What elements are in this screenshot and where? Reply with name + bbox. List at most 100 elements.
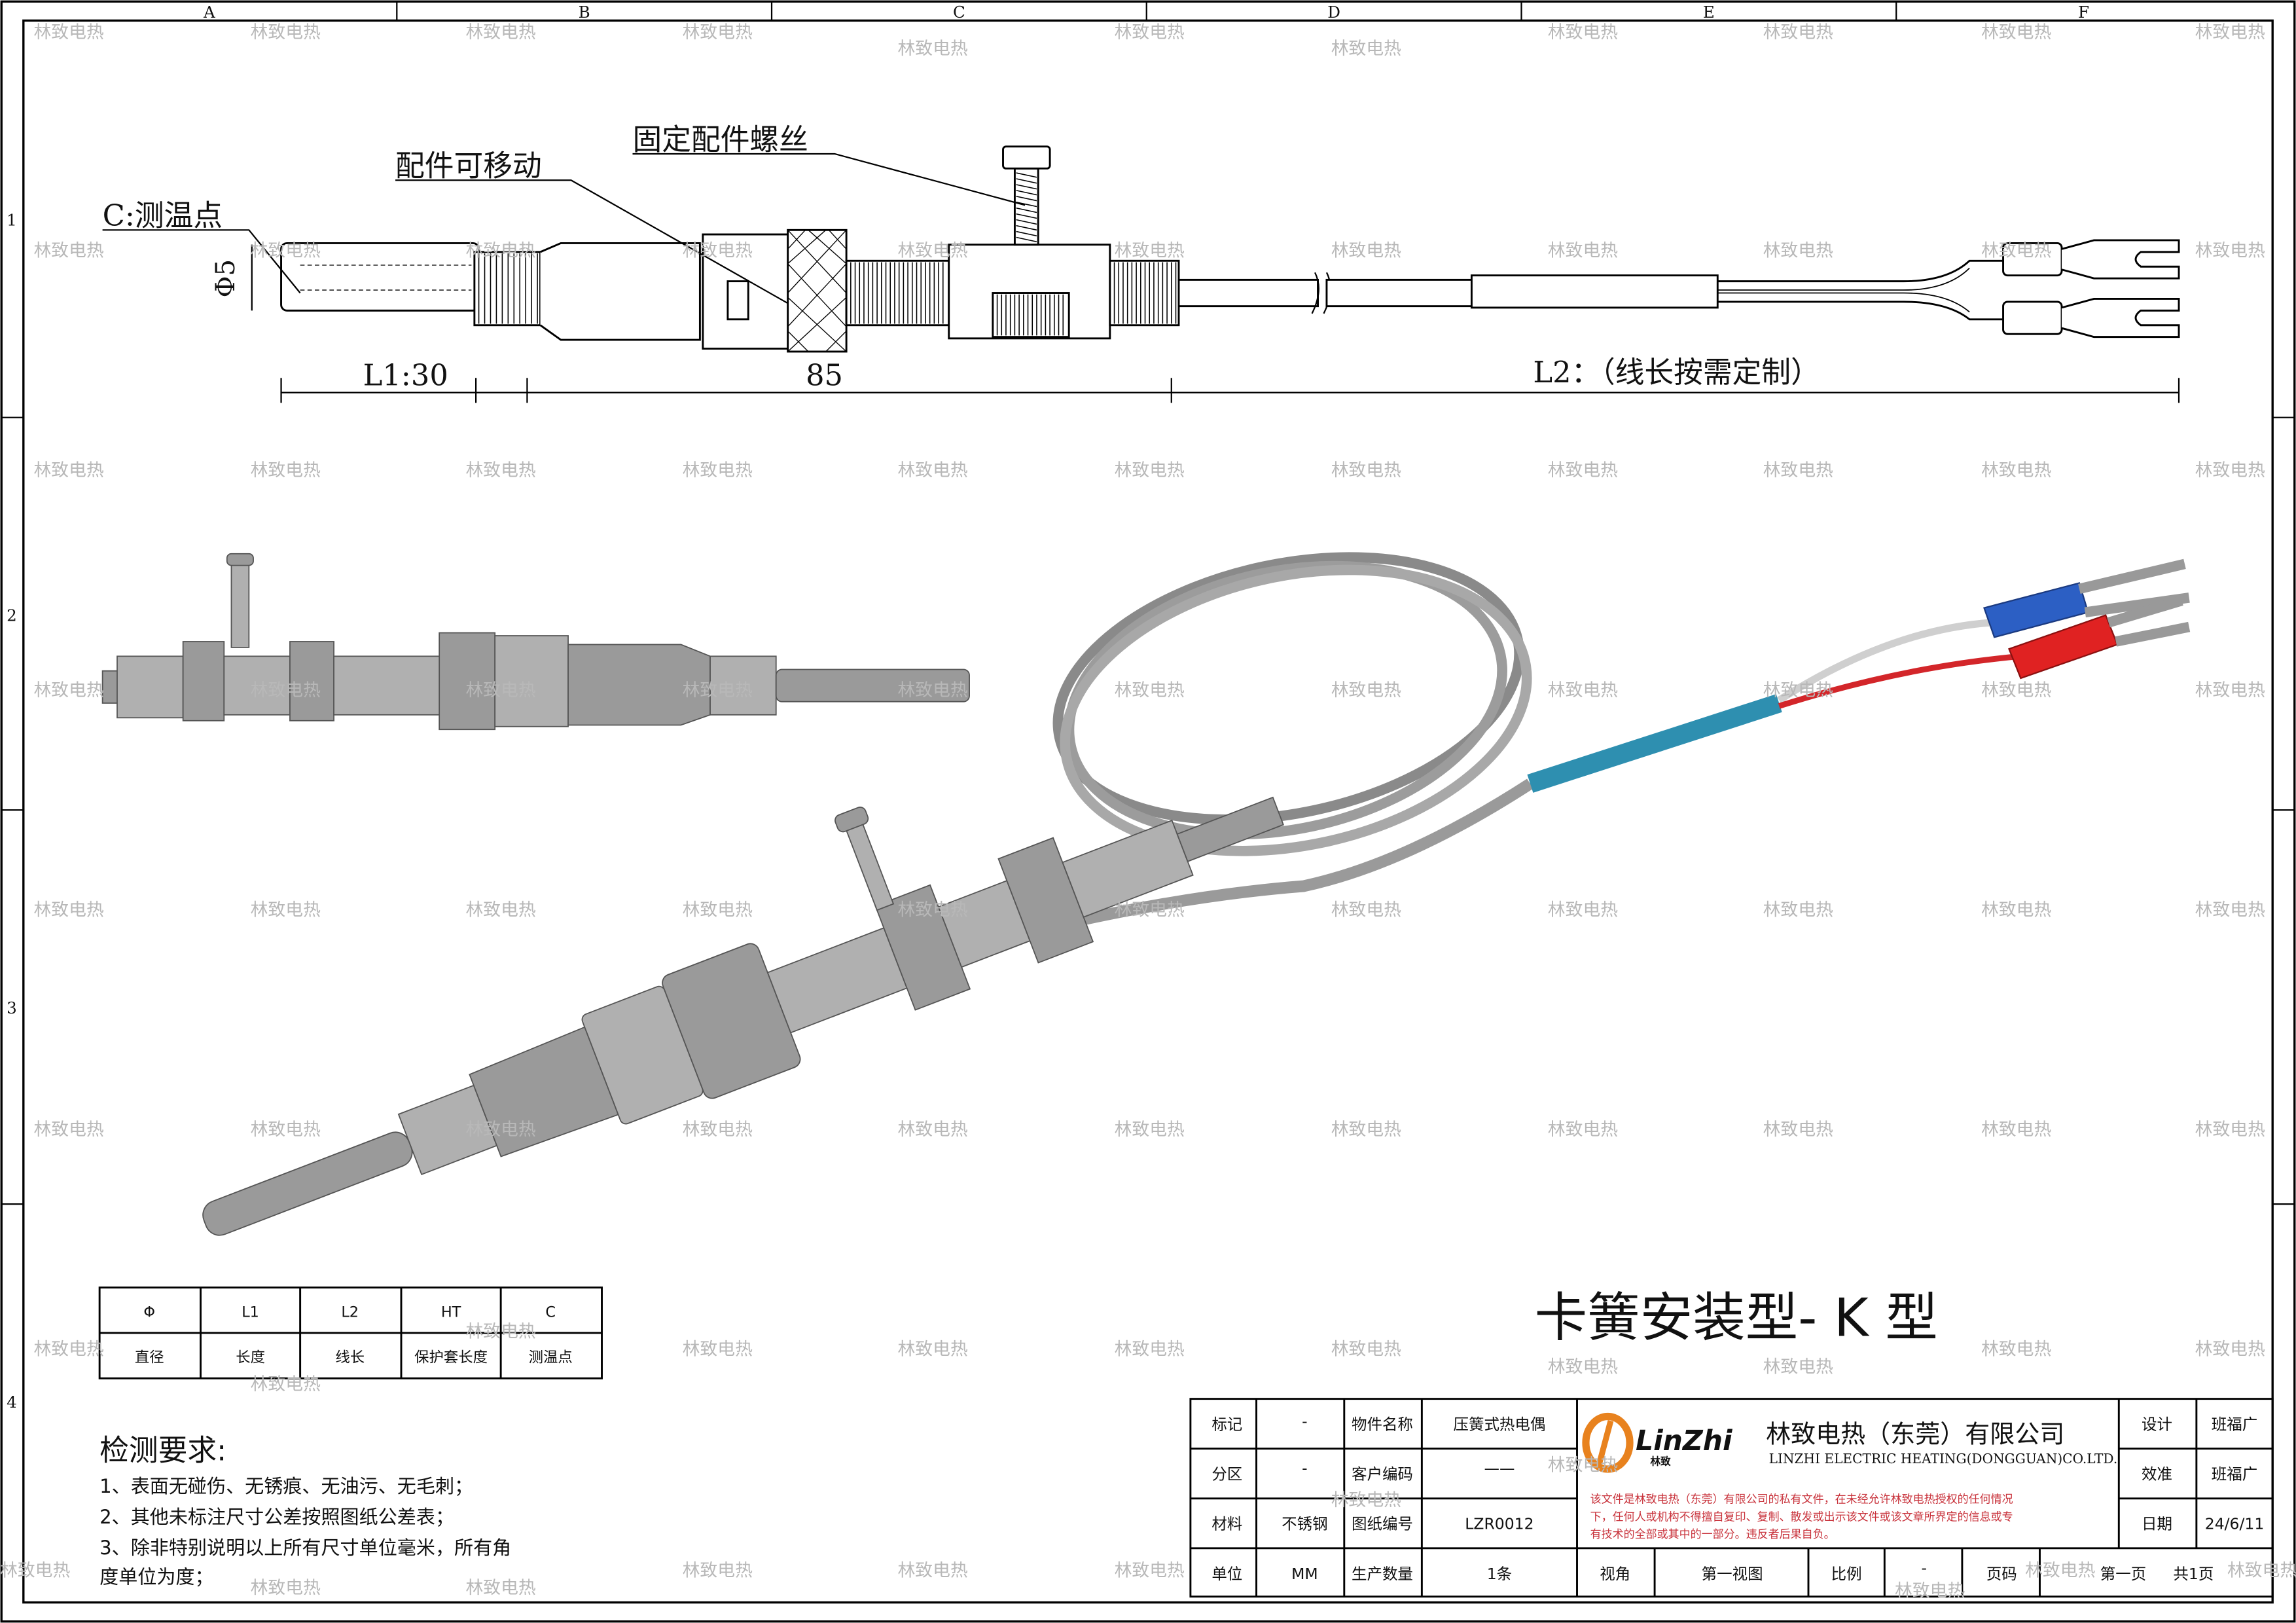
value-total-pages: 共1页	[2173, 1565, 2214, 1583]
callout-movable-fitting: 配件可移动	[395, 149, 542, 183]
row-label: 3	[7, 998, 17, 1017]
value-unit: MM	[1291, 1565, 1318, 1583]
watermark-text: 林致电热	[251, 22, 321, 43]
watermark-text: 林致电热	[1981, 1120, 2051, 1140]
label-design: 设计	[2142, 1415, 2172, 1434]
spec-header: L2	[341, 1304, 359, 1321]
spec-label: 线长	[335, 1349, 365, 1366]
watermark-text: 林致电热	[1981, 22, 2051, 43]
watermark-text: 林致电热	[683, 1120, 753, 1140]
label-view: 视角	[1600, 1565, 1630, 1583]
watermark-text: 林致电热	[683, 1340, 753, 1360]
watermark-text: 林致电热	[683, 241, 753, 261]
watermark-text: 林致电热	[1331, 460, 1401, 481]
watermark-text: 林致电热	[1981, 680, 2051, 701]
company-logo: LinZhi 林致	[1582, 1412, 1733, 1473]
watermark-text: 林致电热	[2195, 460, 2265, 481]
value-date: 24/6/11	[2205, 1515, 2265, 1533]
watermark-text: 林致电热	[33, 241, 103, 261]
title-block: 标记 - 物件名称 压簧式热电偶 分区 - 客户编码 —— 材料 不锈钢 图纸编…	[1189, 1398, 2274, 1598]
watermark-text: 林致电热	[1548, 680, 1618, 701]
watermark-text: 林致电热	[2195, 1340, 2265, 1360]
watermark-text: 林致电热	[1331, 39, 1401, 59]
threaded-tip	[473, 251, 541, 327]
watermark-text: 林致电热	[1763, 1120, 1833, 1140]
value-page: 第一页	[2100, 1565, 2146, 1583]
watermark-text: 林致电热	[897, 460, 967, 481]
knurled-ring	[787, 228, 848, 353]
watermark-layer: 林致电热林致电热林致电热林致电热林致电热林致电热林致电热林致电热林致电热林致电热…	[0, 22, 2296, 1601]
label-date: 日期	[2142, 1515, 2172, 1533]
value-view: 第一视图	[1702, 1565, 1763, 1583]
watermark-text: 林致电热	[1981, 900, 2051, 920]
watermark-text: 林致电热	[1763, 1357, 1833, 1377]
label-unit: 单位	[1211, 1565, 1242, 1583]
confidentiality-notice: 该文件是林致电热（东莞）有限公司的私有文件，在未经允许林致电热授权的任何情况	[1590, 1493, 2013, 1506]
value-drawing-no: LZR0012	[1465, 1515, 1534, 1533]
spade-lug-top	[2002, 239, 2180, 280]
watermark-text: 林致电热	[2227, 1560, 2296, 1580]
gray-wire	[1777, 619, 1992, 704]
value-mark: -	[1302, 1412, 1307, 1431]
watermark-text: 林致电热	[1981, 241, 2051, 261]
row-label: 4	[7, 1393, 17, 1412]
technical-side-view: C:测温点 配件可移动 固定配件螺丝 Φ5 L1:30 85 L2：（线长按需定…	[102, 122, 2180, 403]
watermark-text: 林致电热	[1548, 241, 1618, 261]
watermark-text: 林致电热	[33, 1120, 103, 1140]
watermark-text: 林致电热	[2195, 22, 2265, 43]
label-drawing-no: 图纸编号	[1352, 1515, 1413, 1533]
label-zone: 分区	[1211, 1465, 1242, 1484]
watermark-text: 林致电热	[251, 460, 321, 481]
inspection-notes: 检测要求: 1、表面无碰伤、无锈痕、无油污、无毛刺； 2、其他未标注尺寸公差按照…	[99, 1433, 511, 1588]
watermark-text: 林致电热	[1548, 1357, 1618, 1377]
watermark-text: 林致电热	[1763, 680, 1833, 701]
watermark-text: 林致电热	[897, 680, 967, 701]
svg-text:LinZhi: LinZhi	[1636, 1425, 1733, 1457]
watermark-text: 林致电热	[1331, 241, 1401, 261]
watermark-text: 林致电热	[1115, 1120, 1185, 1140]
watermark-text: 林致电热	[1763, 22, 1833, 43]
render-horizontal-view	[101, 553, 970, 731]
watermark-text: 林致电热	[1548, 22, 1618, 43]
heat-shrink-sleeve	[1470, 274, 1719, 309]
note-item: 3、除非特别说明以上所有尺寸单位毫米，所有角	[99, 1537, 511, 1559]
spec-table	[98, 1286, 603, 1379]
watermark-text: 林致电热	[2025, 1560, 2095, 1580]
column-label: E	[1703, 3, 1715, 22]
watermark-text: 林致电热	[1331, 1490, 1401, 1510]
red-wire	[1778, 653, 2021, 709]
column-label: B	[579, 3, 590, 22]
callout-measuring-point: C:测温点	[103, 198, 223, 233]
watermark-text: 林致电热	[2195, 1120, 2265, 1140]
watermark-text: 林致电热	[683, 680, 753, 701]
watermark-text: 林致电热	[2195, 241, 2265, 261]
notes-title: 检测要求:	[99, 1433, 226, 1468]
company-name-cn: 林致电热（东莞）有限公司	[1766, 1420, 2064, 1449]
label-scale: 比例	[1831, 1565, 1862, 1583]
column-label: F	[2078, 3, 2089, 22]
dimension-l2: L2：（线长按需定制）	[1533, 355, 1820, 390]
value-material: 不锈钢	[1282, 1515, 1327, 1533]
watermark-text: 林致电热	[465, 22, 535, 43]
value-customer-code: ——	[1484, 1459, 1515, 1478]
watermark-text: 林致电热	[1331, 900, 1401, 920]
value-part-name: 压簧式热电偶	[1453, 1415, 1545, 1434]
watermark-text: 林致电热	[897, 1560, 967, 1580]
spec-label: 直径	[135, 1349, 164, 1366]
spec-header: Φ	[143, 1304, 155, 1321]
watermark-text: 林致电热	[251, 1374, 321, 1395]
row-label: 1	[7, 211, 17, 230]
watermark-text: 林致电热	[1115, 1340, 1185, 1360]
row-label: 2	[7, 606, 17, 625]
column-label: D	[1327, 3, 1340, 22]
watermark-text: 林致电热	[1548, 1120, 1618, 1140]
watermark-text: 林致电热	[897, 1340, 967, 1360]
watermark-text: 林致电热	[897, 900, 967, 920]
watermark-text: 林致电热	[2195, 680, 2265, 701]
watermark-text: 林致电热	[465, 1322, 535, 1342]
value-checker: 班福广	[2212, 1465, 2257, 1484]
label-check: 效准	[2142, 1465, 2172, 1484]
note-item: 2、其他未标注尺寸公差按照图纸公差表；	[99, 1506, 454, 1528]
